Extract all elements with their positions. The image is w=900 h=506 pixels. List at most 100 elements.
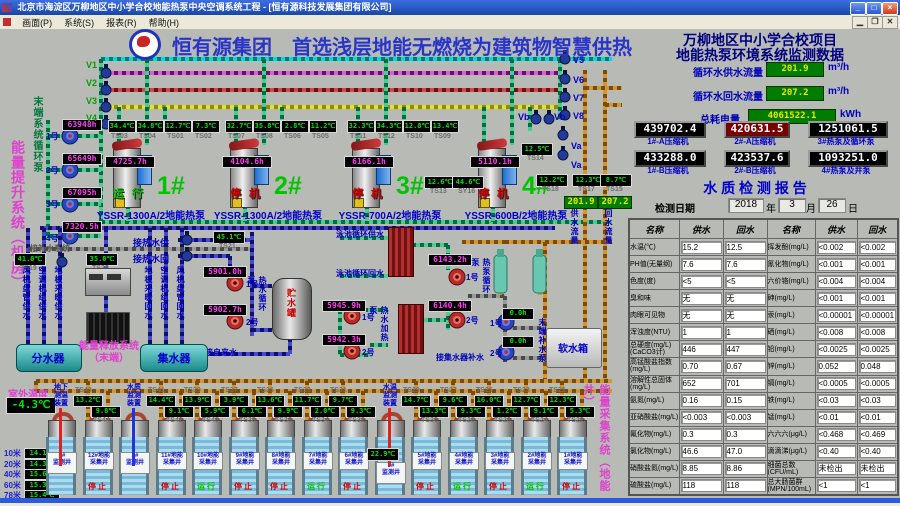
well-probe <box>59 408 62 466</box>
wq-param: 汞(mg/L) <box>766 306 816 325</box>
well-name-line2: 采集井 <box>198 460 217 466</box>
pump-hours: 63948h <box>62 119 102 131</box>
well-label: 10#地能采集井 <box>193 452 223 470</box>
well-status: 停止 <box>270 482 290 491</box>
wq-param: 总大肠菌群(MPN/100mL) <box>766 476 816 496</box>
wq-param: 浑浊度(NTU) <box>628 323 680 342</box>
heat-exchanger <box>388 227 414 277</box>
wq-supply: 118 <box>678 476 724 496</box>
wq-supply: <0.001 <box>814 289 858 308</box>
well-label: 7#地能采集井 <box>303 452 333 470</box>
wq-supply: <0.00001 <box>814 306 858 325</box>
counter-label: 4#热泵及井泵 <box>821 166 871 175</box>
wq-supply: 0.16 <box>678 391 724 410</box>
wq-supply: 未检出 <box>814 459 858 478</box>
energy-counter: 420631.5 <box>724 121 790 138</box>
flow-label: 循环水回水流量 <box>693 92 763 103</box>
child-close-button[interactable]: ✕ <box>882 16 898 29</box>
wq-return: <1 <box>856 476 899 496</box>
pump-hours: 67095h <box>62 187 102 199</box>
unit-hours: 4104.6h <box>222 156 272 168</box>
well-status: 运行 <box>526 482 546 491</box>
wq-param: 总硬度(mg/L)(CaCO3计) <box>628 340 680 359</box>
maximize-button[interactable]: □ <box>866 2 882 15</box>
valve-label: V1 <box>86 60 98 70</box>
well-arc <box>52 412 74 425</box>
monitor-temp: 22.9℃ <box>367 448 399 461</box>
pump-no: 4号 <box>46 234 59 243</box>
wq-return: <0.40 <box>856 442 899 461</box>
unit-temp-ts: TS02 <box>195 133 212 140</box>
well-name-line2: 采集井 <box>527 460 546 466</box>
child-minimize-button[interactable]: ▁ <box>852 16 868 29</box>
close-button[interactable]: × <box>882 2 898 15</box>
sensor-value: 12.3℃ <box>572 174 604 187</box>
counter-label: 3#热泵及循环泵 <box>817 137 875 146</box>
well-temp: 9.1℃ <box>164 406 194 418</box>
well-name-line2: 采集井 <box>308 460 327 466</box>
sensor-value: 8.7℃ <box>600 174 632 187</box>
well-temp: 16.0℃ <box>474 395 504 407</box>
child-restore-button[interactable]: ❐ <box>867 16 883 29</box>
wq-return: 0.048 <box>856 357 899 376</box>
unit-foot <box>480 198 490 208</box>
pump-hours: 7320.5h <box>62 221 102 233</box>
flow-value: 207.2 <box>766 86 824 101</box>
wq-supply: <0.0005 <box>814 374 858 393</box>
menu-item-2[interactable]: 报表(R) <box>106 18 137 28</box>
well-status: 停止 <box>416 482 436 491</box>
unit-foot <box>354 198 364 208</box>
wq-return: <5 <box>722 272 768 291</box>
wq-supply: 652 <box>678 374 724 393</box>
date-input-year[interactable]: 2018 <box>728 198 764 213</box>
well-name-line2: 采集井 <box>162 460 181 466</box>
wq-return: 8.86 <box>722 459 768 478</box>
menu-item-0[interactable]: 画面(P) <box>22 18 53 28</box>
well-label: 4#地能采集井 <box>449 452 479 470</box>
date-input-month[interactable]: 3 <box>778 198 806 213</box>
unit-foot <box>232 198 242 208</box>
wq-param: 硒(mg/L) <box>766 323 816 342</box>
wq-return: 无 <box>722 289 768 308</box>
pump-no: 3号 <box>46 200 59 209</box>
well-status: 运行 <box>197 482 217 491</box>
wq-supply: 7.6 <box>678 255 724 274</box>
well-name-line1: 11#地能 <box>161 453 183 459</box>
wq-return: <0.008 <box>856 323 899 342</box>
sensor-value: 12.5℃ <box>521 143 553 156</box>
well-temp-ts: TS39 <box>184 387 201 394</box>
pump-column-label: 末端系统循环泵 <box>31 96 42 173</box>
unit-temp-ts: TS09 <box>434 133 451 140</box>
well-label: 5#地能采集井 <box>412 452 442 470</box>
date-input-day[interactable]: 26 <box>818 198 846 213</box>
hw-pump-no: 1号 <box>246 280 259 289</box>
panel-title-1: 万柳地区中小学合校项目 <box>683 32 837 48</box>
soft-water-label: 软水箱 <box>558 344 588 355</box>
wq-return: 447 <box>722 340 768 359</box>
fan-coil-slot <box>89 274 103 280</box>
menu-item-3[interactable]: 帮助(H) <box>148 18 180 28</box>
minimize-button[interactable]: _ <box>850 2 866 15</box>
well-temp: 12.7℃ <box>511 395 541 407</box>
menu-item-1[interactable]: 系统(S) <box>64 18 95 28</box>
well-temp-ts: TS35 <box>257 387 274 394</box>
pool-pump-no: 2号 <box>362 348 375 357</box>
valve-label: V7 <box>573 93 585 103</box>
wq-param: 六价铬(mg/L) <box>766 272 816 291</box>
unit-status: 停机 <box>478 188 516 200</box>
well-temp-ts: TS33 <box>294 387 311 394</box>
hot-supply-label: 接热水供 <box>133 238 170 248</box>
well-temp-ts: TS27 <box>440 387 457 394</box>
wq-param: 硝酸盐氮(mg/L) <box>628 459 680 478</box>
wq-param: 氯化物(mg/L) <box>628 442 680 461</box>
unit-temp-ts: TS05 <box>312 133 329 140</box>
unit-temp: 32.3℃ <box>347 120 375 133</box>
sensor-ts: TS15 <box>606 186 623 193</box>
sensor-ts: TS17 <box>578 186 595 193</box>
unit-temp-ts: TS10 <box>406 133 423 140</box>
well-temp: 13.3℃ <box>419 406 449 418</box>
menu-bar: 画面(P) 系统(S) 报表(R) 帮助(H) ▁ ❐ ✕ <box>0 15 900 30</box>
date-unit: 年 <box>766 204 776 215</box>
